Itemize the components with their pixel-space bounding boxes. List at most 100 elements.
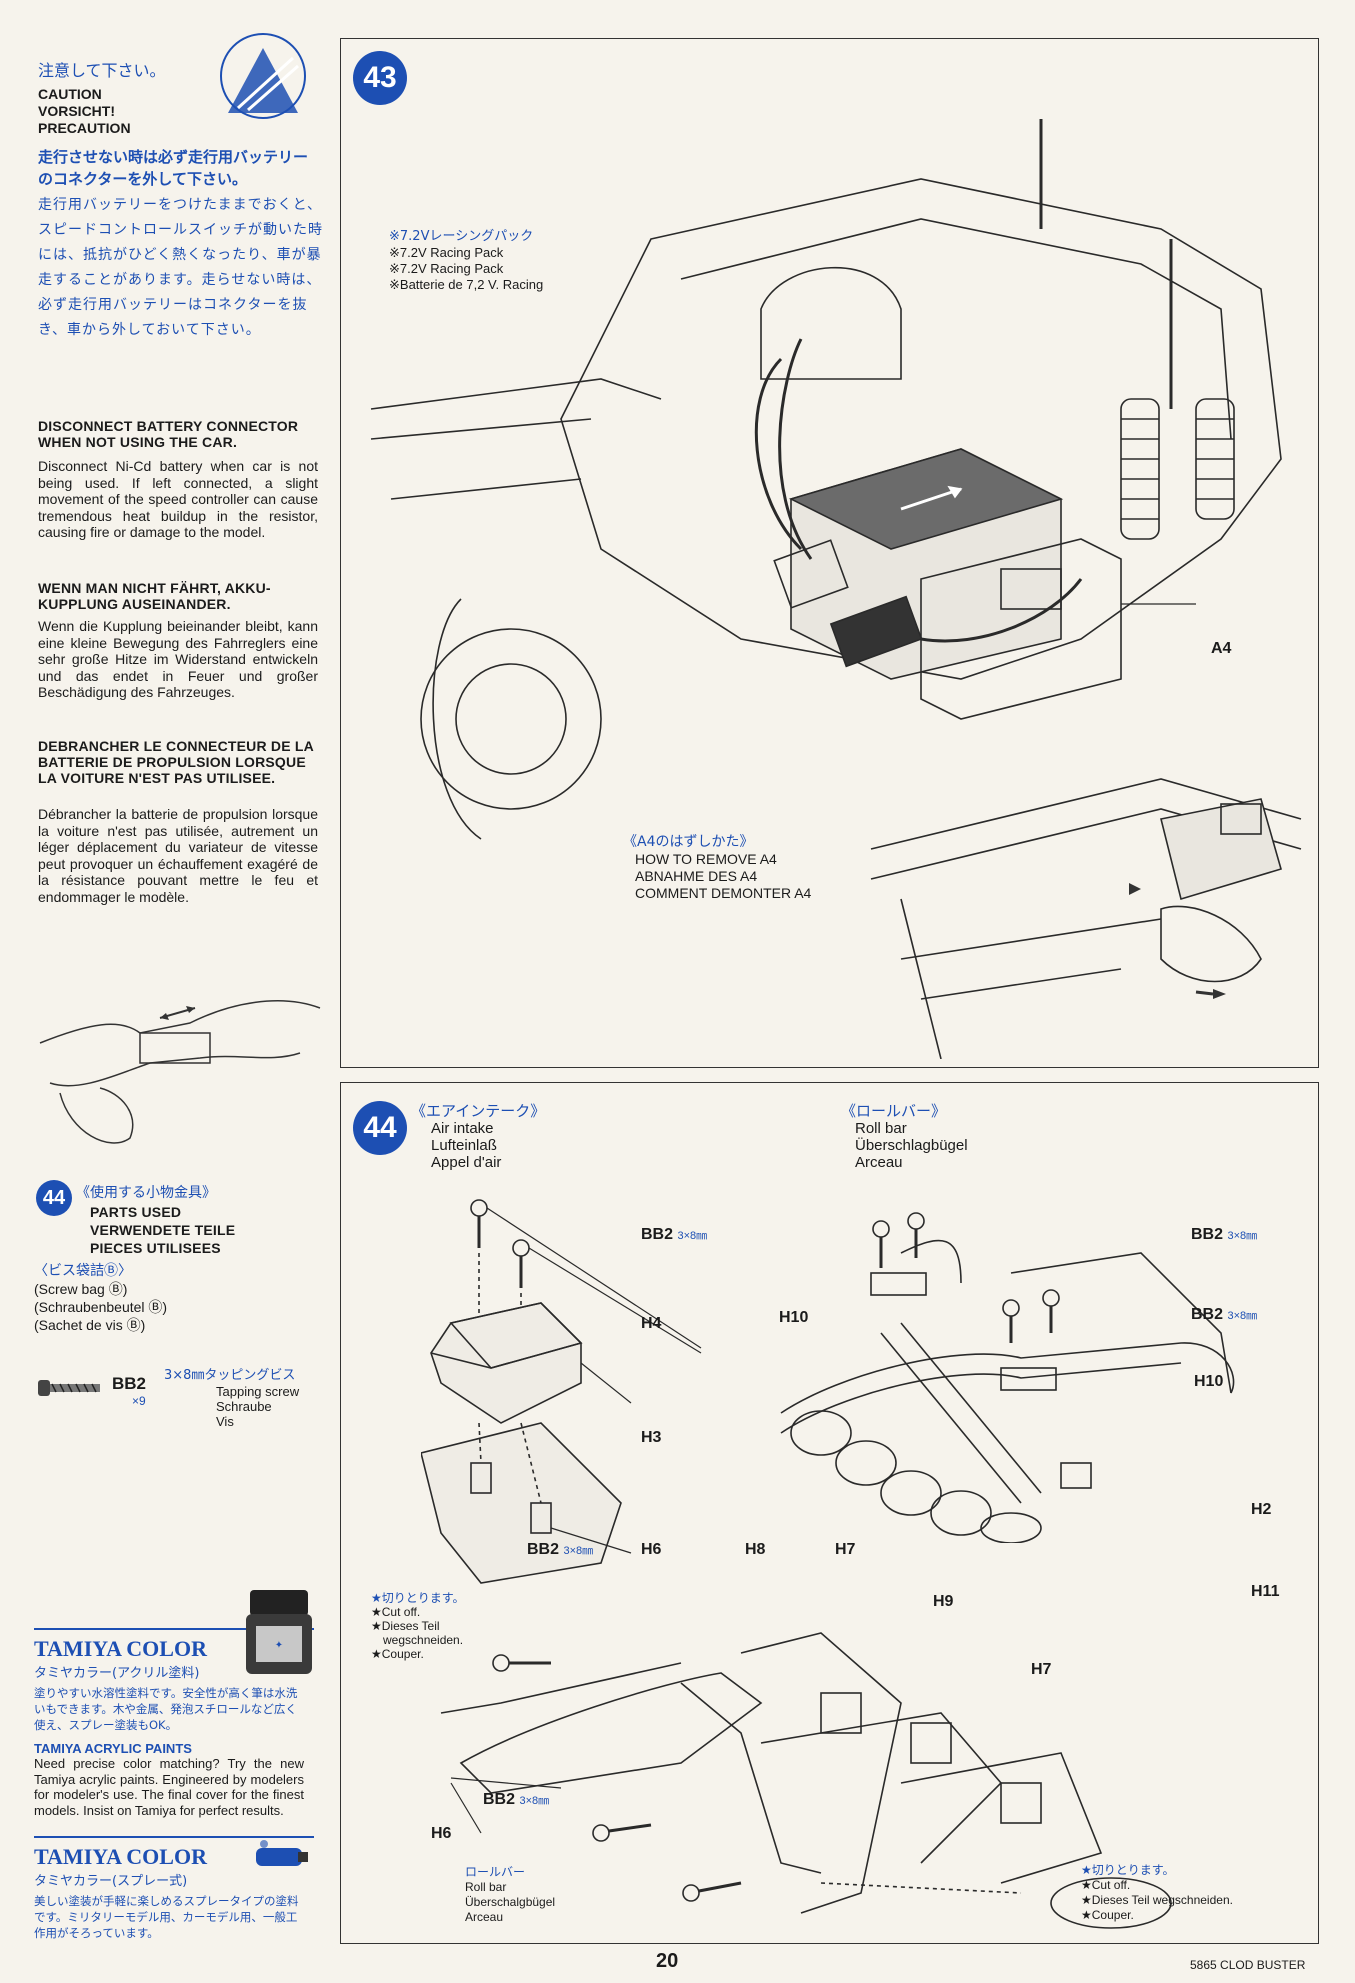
- screw-label-bb2-b: BB2 3×8㎜: [1191, 1226, 1257, 1244]
- page-number: 20: [656, 1950, 679, 1972]
- screw-size-a: 3×8㎜: [677, 1230, 708, 1242]
- screw-names: Tapping screw Schraube Vis: [216, 1384, 299, 1429]
- caution-de: VORSICHT!: [38, 103, 115, 119]
- fr-body: Débrancher la batterie de propulsion lor…: [38, 806, 318, 905]
- cut-off-en-right: ★Cut off.: [1081, 1878, 1131, 1892]
- jp-headline: 走行させない時は必ず走行用バッテリーのコネクターを外して下さい。: [38, 148, 309, 188]
- roll-bar-en: Roll bar: [855, 1120, 907, 1137]
- screw-label-bb2-a: BB2 3×8㎜: [641, 1226, 707, 1244]
- part-label-h2: H2: [1251, 1501, 1272, 1518]
- screw-size-e: 3×8㎜: [519, 1795, 550, 1807]
- battery-jp: ※7.2Vレーシングパック: [389, 229, 534, 244]
- parts-title-fr: PIECES UTILISEES: [90, 1240, 221, 1256]
- bag-de: (Schraubenbeutel Ⓑ): [34, 1299, 168, 1315]
- part-label-h10-b: H10: [1194, 1373, 1224, 1390]
- roll-bar-jp: 《ロールバー》: [841, 1102, 947, 1120]
- screw-size-jp: 3×8㎜タッピングビス: [164, 1368, 296, 1383]
- bag-names: (Screw bag Ⓑ) (Schraubenbeutel Ⓑ) (Sache…: [34, 1280, 167, 1334]
- cut-off-jp-left: ★切りとります。: [371, 1591, 465, 1605]
- caution-sidebar: 注意して下さい。 CAUTION VORSICHT! PRECAUTION 走行…: [30, 28, 330, 1940]
- tamiya-desc-jp: 塗りやすい水溶性塗料です。安全性が高く筆は水洗いもできます。木や金属、発泡スチロ…: [34, 1686, 298, 1732]
- part-label-h6-a: H6: [641, 1541, 662, 1558]
- tapping-screw-icon: [38, 1380, 100, 1396]
- tamiya-brand-2: TAMIYA COLOR: [34, 1844, 207, 1869]
- screw-label-bb2-e: BB2 3×8㎜: [483, 1791, 549, 1809]
- roll-bar-label: 《ロールバー》 Roll bar Überschlagbügel Arceau: [841, 1102, 968, 1172]
- tamiya-color-ad-acrylic: TAMIYA COLOR タミヤカラー(アクリル塗料) 塗りやすい水溶性塗料です…: [34, 1628, 314, 1818]
- roll-bar-bottom-de: Überschalgbügel: [465, 1895, 556, 1909]
- battery-fr: ※Batterie de 7,2 V. Racing: [389, 277, 544, 292]
- screw-size-c: 3×8㎜: [1227, 1310, 1258, 1322]
- air-intake-jp: 《エアインテーク》: [411, 1102, 546, 1120]
- screw-code-a: BB2: [641, 1226, 674, 1243]
- cut-off-en-left: ★Cut off.: [371, 1605, 421, 1619]
- tamiya-acrylic-head: TAMIYA ACRYLIC PAINTS: [34, 1741, 192, 1756]
- caution-words: CAUTION VORSICHT! PRECAUTION: [38, 86, 131, 137]
- roll-bar-bottom-en: Roll bar: [465, 1880, 507, 1894]
- part-label-h8: H8: [745, 1541, 766, 1558]
- air-intake-label: 《エアインテーク》 Air intake Lufteinlaß Appel d'…: [411, 1102, 546, 1172]
- screw-label-bb2-d: BB2 3×8㎜: [527, 1541, 593, 1559]
- bag-jp: 〈ビス袋詰Ⓑ〉: [34, 1263, 132, 1279]
- battery-de: ※7.2V Racing Pack: [389, 261, 504, 276]
- parts-title-en: PARTS USED: [90, 1204, 182, 1220]
- cut-off-fr-right: ★Couper.: [1081, 1908, 1134, 1922]
- screw-label-bb2-c: BB2 3×8㎜: [1191, 1306, 1257, 1324]
- parts-jp-title: 《使用する小物金具》: [76, 1185, 216, 1201]
- caution-en: CAUTION: [38, 86, 102, 102]
- screw-size-d: 3×8㎜: [563, 1545, 594, 1557]
- air-intake-fr: Appel d'air: [431, 1154, 502, 1171]
- roll-bar-illustration: [780, 1212, 1235, 1543]
- roll-bar-bottom-label: ロールバー Roll bar Überschalgbügel Arceau: [465, 1865, 555, 1925]
- roll-cage-frame-illustration: [440, 1632, 1172, 1929]
- step-43-panel: 43 ※7.2Vレーシングパック ※7.2V Racing Pack ※7.2V…: [340, 38, 1319, 1068]
- hands-disconnect-illustration: [39, 1000, 321, 1144]
- roll-bar-de: Überschlagbügel: [855, 1137, 968, 1154]
- bag-fr: (Sachet de vis Ⓑ): [34, 1317, 146, 1333]
- screw-code-c: BB2: [1191, 1306, 1224, 1323]
- step-44-panel: 44 《エアインテーク》 Air intake Lufteinlaß Appel…: [340, 1082, 1319, 1944]
- cut-off-note-right: ★切りとります。 ★Cut off. ★Dieses Teil wegschne…: [1081, 1863, 1233, 1923]
- caution-arrow-icon: [220, 33, 306, 119]
- roll-bar-bottom-jp: ロールバー: [465, 1865, 526, 1879]
- screw-name-de: Schraube: [216, 1399, 272, 1414]
- screw-name-en: Tapping screw: [216, 1384, 300, 1399]
- remove-a4-en: HOW TO REMOVE A4: [635, 851, 777, 867]
- part-label-h3: H3: [641, 1429, 662, 1446]
- en-heading: DISCONNECT BATTERY CONNECTOR WHEN NOT US…: [38, 418, 299, 450]
- cut-off-jp-right: ★切りとります。: [1081, 1863, 1175, 1877]
- kit-code: 5865 CLOD BUSTER: [1190, 1958, 1306, 1972]
- cut-off-note-left: ★切りとります。 ★Cut off. ★Dieses Teil wegschne…: [371, 1591, 465, 1661]
- remove-a4-de: ABNAHME DES A4: [635, 868, 758, 884]
- remove-a4-jp: 《A4のはずしかた》: [623, 834, 754, 850]
- part-label-h6-b: H6: [431, 1825, 452, 1842]
- part-label-h4: H4: [641, 1315, 662, 1332]
- remove-a4-label: 《A4のはずしかた》 HOW TO REMOVE A4 ABNAHME DES …: [623, 834, 811, 902]
- tamiya-color-ad-spray: TAMIYA COLOR タミヤカラー(スプレー式) 美しい塗装が手軽に楽しめる…: [34, 1836, 314, 1941]
- screw-code-b: BB2: [1191, 1226, 1224, 1243]
- remove-a4-fr: COMMENT DEMONTER A4: [635, 885, 812, 901]
- bag-en: (Screw bag Ⓑ): [34, 1281, 128, 1297]
- roll-bar-bottom-fr: Arceau: [465, 1910, 504, 1924]
- step-badge-44: 44: [353, 1101, 407, 1155]
- caution-jp: 注意して下さい。: [38, 61, 166, 80]
- cut-off-fr-left: ★Couper.: [371, 1647, 424, 1661]
- screw-qty: ×9: [132, 1394, 146, 1408]
- de-heading: WENN MAN NICHT FÄHRT, AKKU-KUPPLUNG AUSE…: [38, 580, 271, 612]
- part-label-h11: H11: [1251, 1583, 1280, 1600]
- air-intake-de: Lufteinlaß: [431, 1137, 497, 1154]
- air-intake-en: Air intake: [431, 1120, 494, 1137]
- spray-can-icon: [256, 1840, 308, 1866]
- parts-titles: PARTS USED VERWENDETE TEILE PIECES UTILI…: [90, 1203, 235, 1257]
- part-label-h9: H9: [933, 1593, 954, 1610]
- screw-code-e: BB2: [483, 1791, 516, 1808]
- tamiya-desc-jp-2: 美しい塗装が手軽に楽しめるスプレータイプの塗料です。ミリタリーモデル用、カーモデ…: [34, 1894, 299, 1940]
- svg-text:✦: ✦: [275, 1640, 283, 1651]
- part-label-h10-a: H10: [779, 1309, 809, 1326]
- caution-fr: PRECAUTION: [38, 120, 131, 136]
- battery-label: ※7.2Vレーシングパック ※7.2V Racing Pack ※7.2V Ra…: [389, 229, 543, 293]
- part-label-h7-b: H7: [1031, 1661, 1052, 1678]
- tamiya-brand: TAMIYA COLOR: [34, 1636, 207, 1661]
- chassis-battery-illustration: [370, 119, 1282, 840]
- de-body: Wenn die Kupplung beieinander bleibt, ka…: [38, 618, 318, 700]
